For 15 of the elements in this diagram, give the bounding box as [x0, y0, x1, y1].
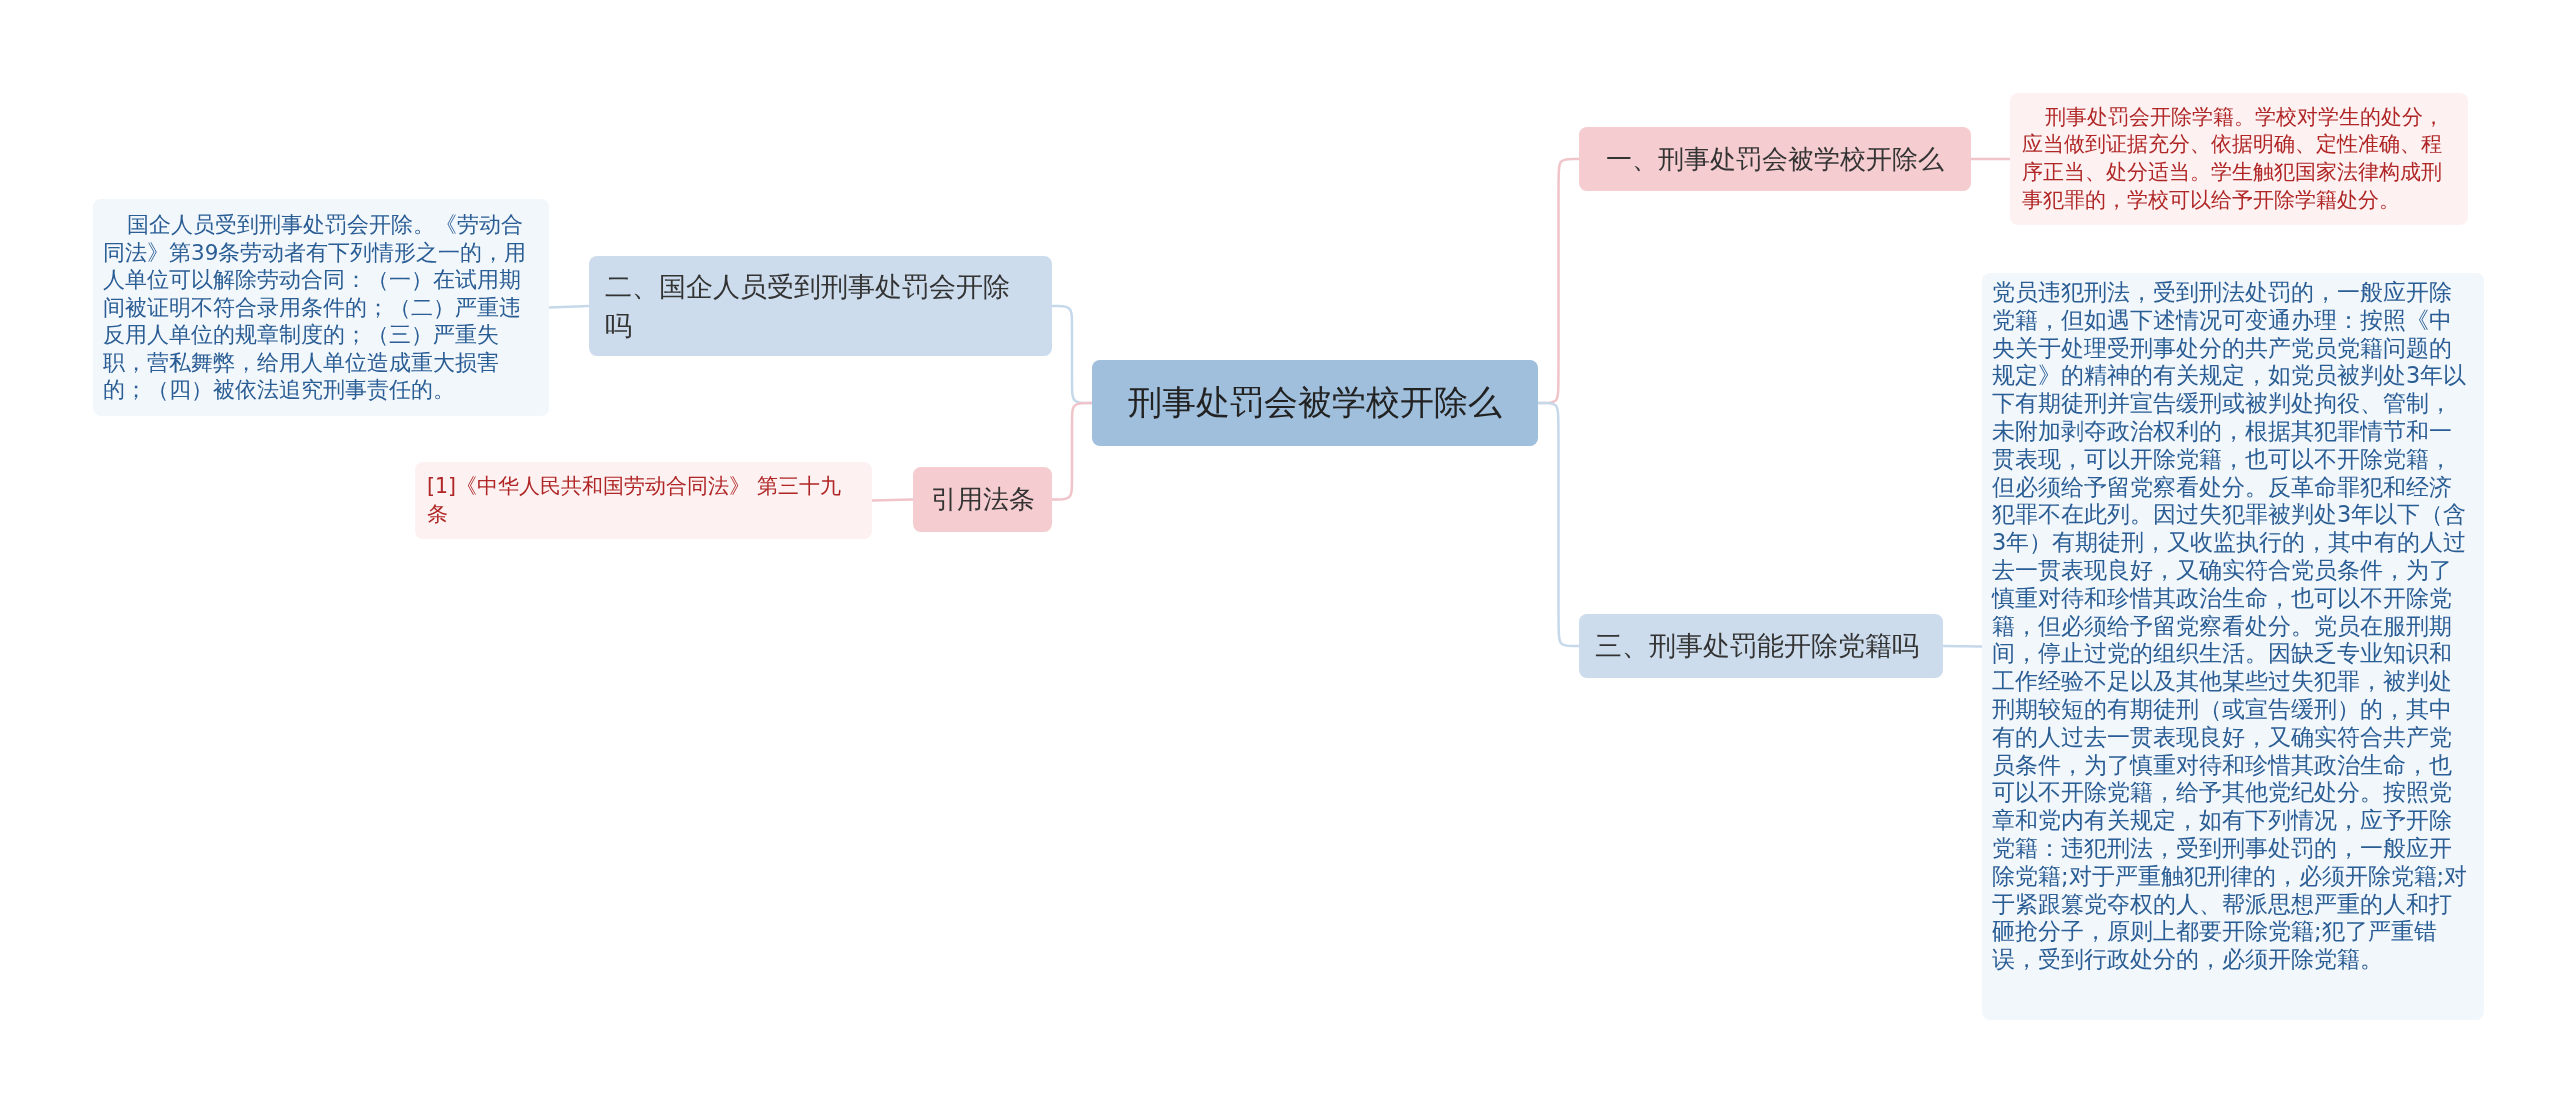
note-text: 党员违犯刑法，受到刑法处罚的，一般应开除党籍，但如遇下述情况可变通办理：按照《中央关于处理受刑事处分的共产党员党籍问题的规定》的精神的有关规定，如党员被判处3年以下有期徒刑并宣告缓刑或被判处拘役、管制，未附加剥夺政治权利的，根据其犯罪情节和一贯表现，可以开除党籍，也可以不开除党籍，但必须给予留党察看处分。反革命罪犯和经济犯罪不在此列。因过失犯罪被判处3年以下（含3年）有期徒刑，又收监执行的，其中有的人过去一贯表现良好，又确实符合党员条件，为了慎重对待和珍惜其政治生命，也可以不开除党籍，但必须给予留党察看处分。党员在服刑期间，停止过党的组织生活。因缺乏专业知识和工作经验不足以及其他某些过失犯罪，被判处刑期较短的有期徒刑（或宣告缓刑）的，其中有的人过去一贯表现良好，又确实符合共产党员条件，为了慎重对待和珍惜其政治生命，也可以不开除党籍，给予其他党纪处分。按照党章和党内有关规定，如有下列情况，应予开除党籍：违犯刑法，受到刑事处罚的，一般应开除党籍;对于严重触犯刑律的，必须开除党籍;对于紧跟篡党夺权的人、帮派思想严重的人和打砸抢分子，原则上都要开除党籍;犯了严重错误，受到行政处分的，必须开除党籍。: [1992, 279, 2469, 974]
branch-topic: 引用法条: [930, 483, 1035, 516]
branch-topic: 一、刑事处罚会被学校开除么: [1606, 142, 1944, 176]
branch-topic: 三、刑事处罚能开除党籍吗: [1595, 629, 1919, 664]
connector-line: [548, 304, 590, 309]
connector-line: [1051, 401, 1093, 501]
connector-line: [871, 498, 914, 502]
connector-line: [1971, 157, 2010, 161]
connector-line: [1537, 401, 1580, 648]
note-text: [1]《中华人民共和国劳动合同法》 第三十九条: [427, 472, 842, 528]
note-text: 国企人员受到刑事处罚会开除。《劳动合同法》第39条劳动者有下列情形之一的，用人单位可以解除劳动合同：（一）在试用期间被证明不符合录用条件的；（二）严重违反用人单位的规章制度的；（三）严重失职，营私舞弊，给用人单位造成重大损害的；（四）被依法追究刑事责任的。: [103, 210, 528, 405]
note-text: 刑事处罚会开除学籍。学校对学生的处分，应当做到证据充分、依据明确、定性准确、程序正当、处分适当。学生触犯国家法律构成刑事犯罪的，学校可以给予开除学籍处分。: [2022, 103, 2445, 214]
branch-topic: 二、国企人员受到刑事处罚会开除吗: [605, 269, 1011, 343]
connector-line: [1943, 644, 1982, 648]
central-topic: 刑事处罚会被学校开除么: [1128, 381, 1502, 424]
